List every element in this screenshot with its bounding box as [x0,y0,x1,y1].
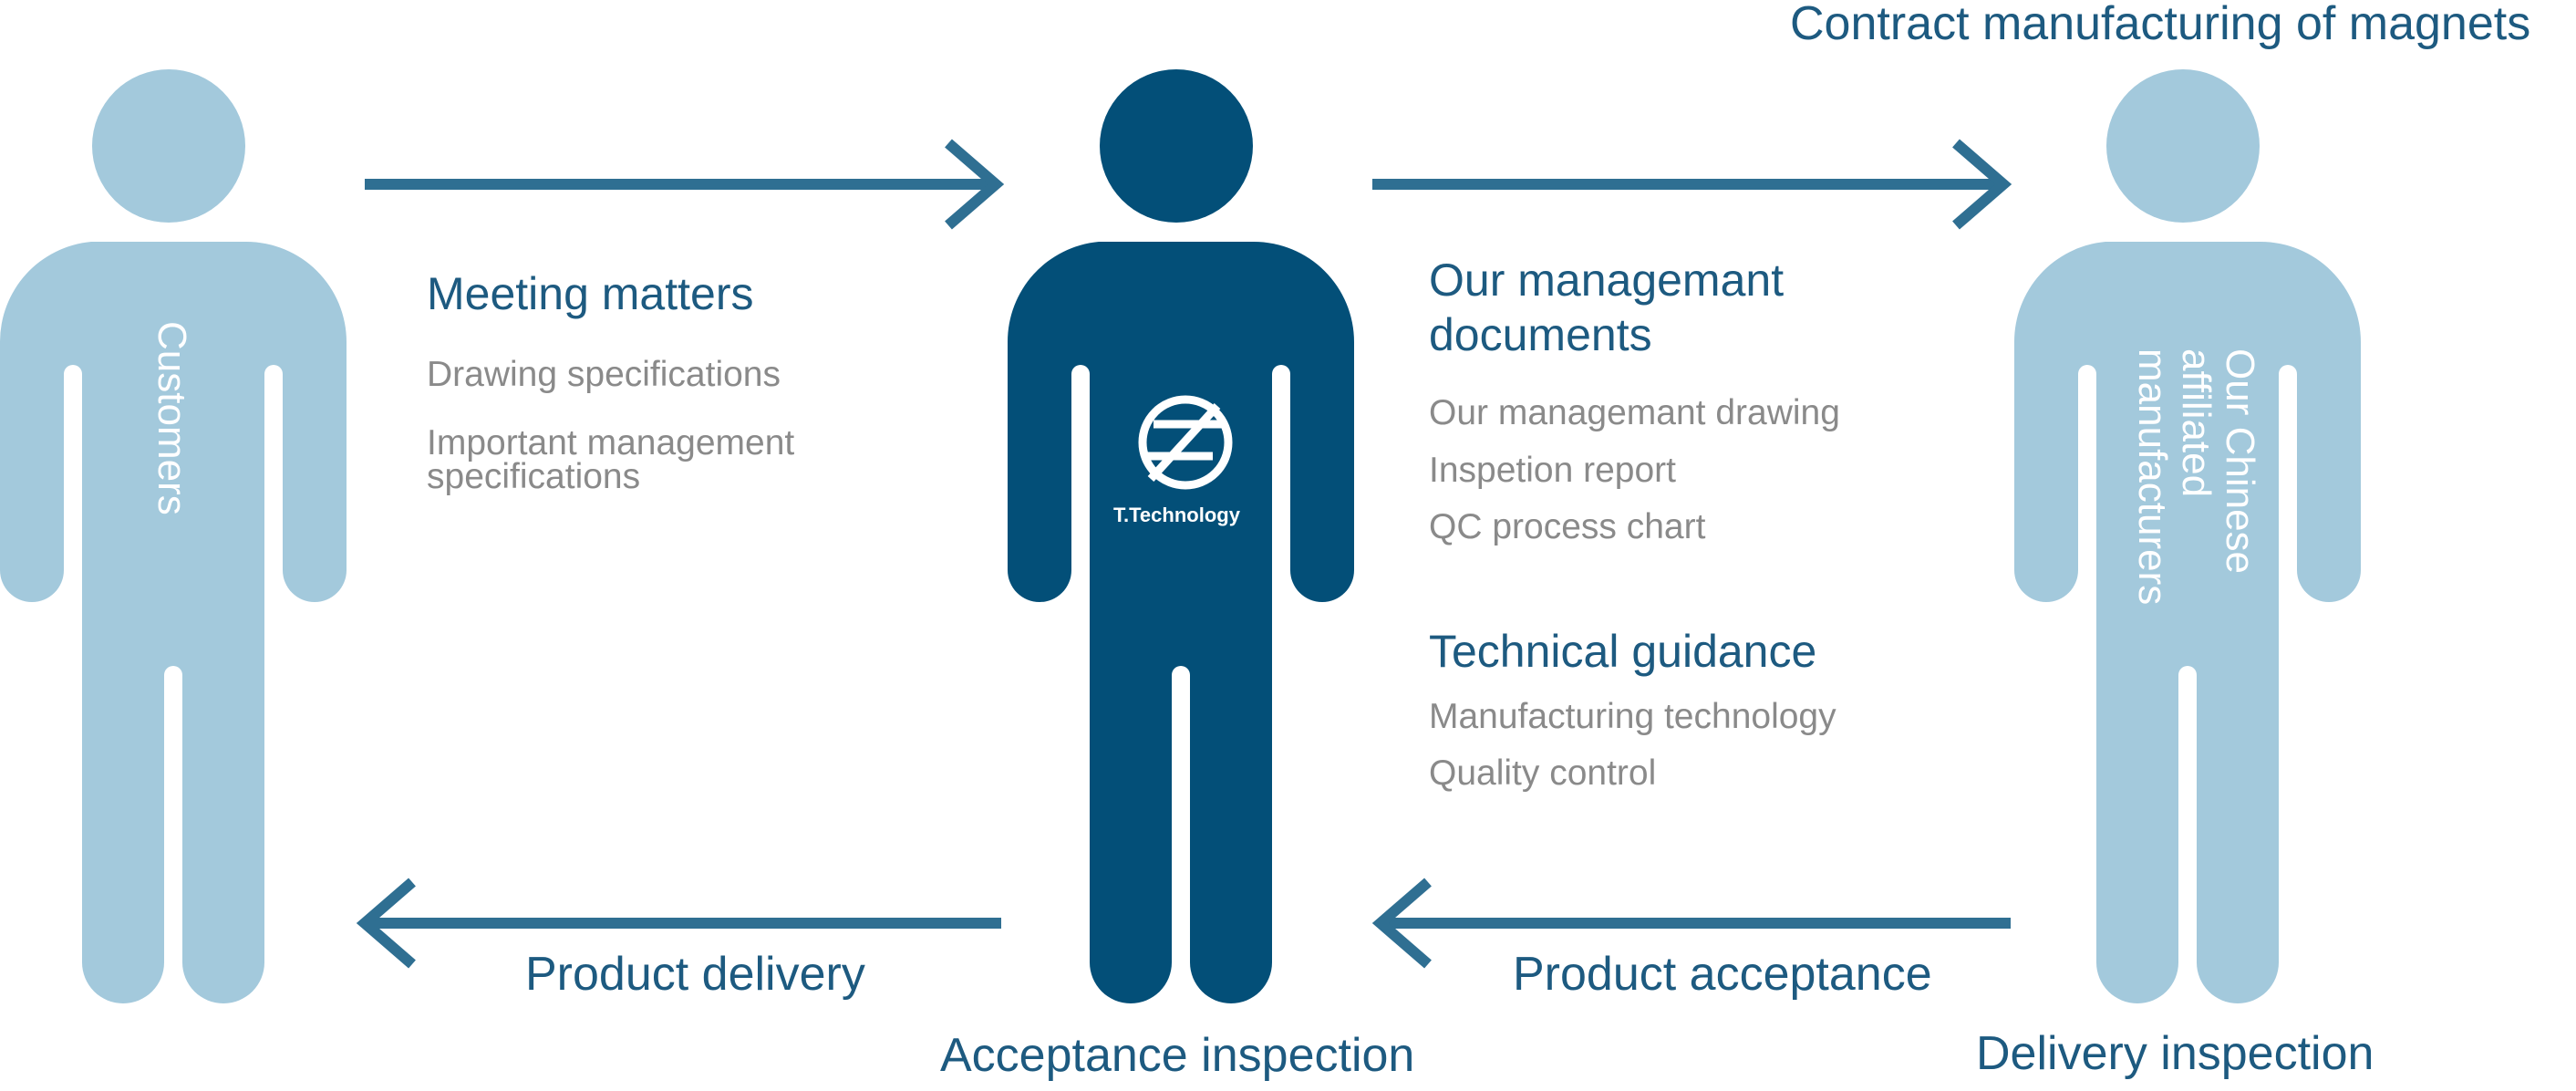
documents-heading: documents [1429,309,1652,360]
t-technology-logo-icon [1138,395,1233,490]
customers-figure [0,69,347,1003]
documents-item: QC process chart [1429,507,1706,546]
documents-heading: Our managemant [1429,255,1785,306]
acceptance-inspection-caption: Acceptance inspection [940,1029,1415,1082]
guidance-heading: Technical guidance [1429,626,1817,677]
customers-label: Customers [150,321,194,515]
documents-item: Inspetion report [1429,451,1677,490]
logo-text: T.Technology [1113,504,1240,526]
arrow-customers-to-center [365,139,1005,230]
product-acceptance-label: Product acceptance [1513,948,1932,1001]
meeting-item: Drawing specifications [427,355,781,394]
meeting-item: Important management [427,423,795,462]
meeting-item: specifications [427,457,641,496]
product-delivery-label: Product delivery [525,948,865,1001]
guidance-item: Manufacturing technology [1429,697,1836,736]
arrow-center-to-customers [356,878,1001,969]
page-title: Contract manufacturing of magnets [1790,0,2531,50]
manufacturers-label: Our Chinese affiliated manufacturers [2130,348,2262,606]
arrow-center-to-manufacturers [1372,139,2012,230]
meeting-heading: Meeting matters [427,268,754,319]
arrow-manufacturers-to-center [1371,878,2011,969]
t-technology-figure [1007,69,1354,1003]
documents-item: Our managemant drawing [1429,393,1840,432]
delivery-inspection-caption: Delivery inspection [1976,1027,2374,1080]
guidance-item: Quality control [1429,753,1657,793]
